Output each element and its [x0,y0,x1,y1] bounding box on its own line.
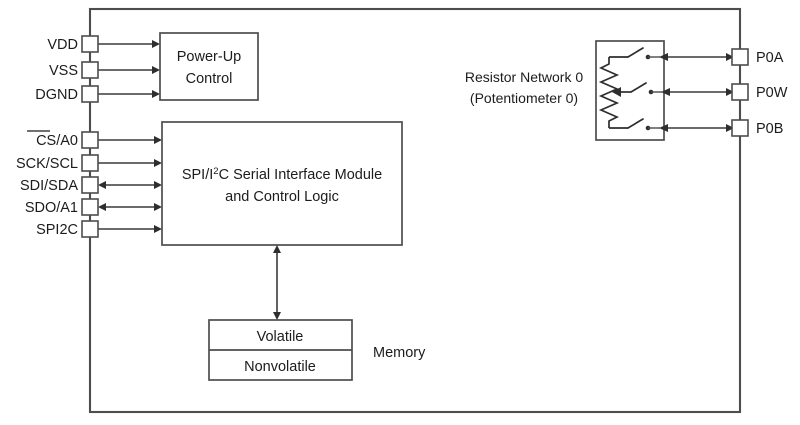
pin-wire-sck-scl [98,159,162,167]
serial-interface-block [161,121,403,246]
resistor-network-line1: Resistor Network 0 [465,69,583,85]
pin-square-sdi-sda[interactable] [81,176,99,194]
pin-wire-sdo-a1 [98,203,162,211]
resistor-element [598,57,620,128]
pin-label-vdd: VDD [47,37,78,53]
memory-caption: Memory [373,345,426,361]
pin-wire-vss [98,66,160,74]
pin-wire-sdi-sda [98,181,162,189]
pin-wire-p0a [659,53,734,61]
pin-wire-cs-a0 [98,136,162,144]
serial-interface-line1-pre: SPI/I [182,167,213,183]
pin-square-p0w[interactable] [731,83,749,101]
switch-p0w [630,82,662,95]
serial-interface-line1-post: C Serial Interface Module [219,167,383,183]
power-up-control-line2: Control [186,71,233,87]
resistor-network-line2: (Potentiometer 0) [470,90,578,106]
serial-memory-link [273,245,281,320]
pin-label-spi2c: SPI2C [36,222,78,238]
pin-label-cs-a0: CS/A0 [36,133,78,149]
switch-p0b [627,118,660,131]
pin-square-sck-scl[interactable] [81,154,99,172]
pin-label-vss: VSS [49,63,78,79]
pin-label-dgnd: DGND [35,87,78,103]
pin-square-sdo-a1[interactable] [81,198,99,216]
pin-label-sck-scl: SCK/SCL [16,156,78,172]
pin-label-p0a: P0A [756,50,784,66]
pin-square-vss[interactable] [81,61,99,79]
power-up-control-line1: Power-Up [177,49,241,65]
pin-square-p0b[interactable] [731,119,749,137]
pin-wire-vdd [98,40,160,48]
memory-row-volatile: Volatile [257,329,304,345]
pin-label-sdi-sda: SDI/SDA [20,178,78,194]
pin-wire-spi2c [98,225,162,233]
pin-square-cs-a0[interactable] [81,131,99,149]
pin-label-sdo-a1: SDO/A1 [25,200,78,216]
serial-interface-line2: and Control Logic [225,189,339,205]
pin-label-p0b: P0B [756,121,783,137]
pin-square-dgnd[interactable] [81,85,99,103]
pin-label-p0w: P0W [756,85,788,101]
serial-interface-superscript: 2 [213,166,218,177]
wiper-arrowhead [612,87,621,97]
switch-p0a [627,47,660,60]
serial-interface-line1: SPI/I2C Serial Interface Module [182,166,382,183]
pin-square-spi2c[interactable] [81,220,99,238]
pin-square-p0a[interactable] [731,48,749,66]
pin-wire-p0w [661,88,734,96]
power-up-control-block [159,32,259,101]
memory-row-nonvolatile: Nonvolatile [244,359,316,375]
pin-wire-dgnd [98,90,160,98]
pin-square-vdd[interactable] [81,35,99,53]
pin-wire-p0b [659,124,734,132]
